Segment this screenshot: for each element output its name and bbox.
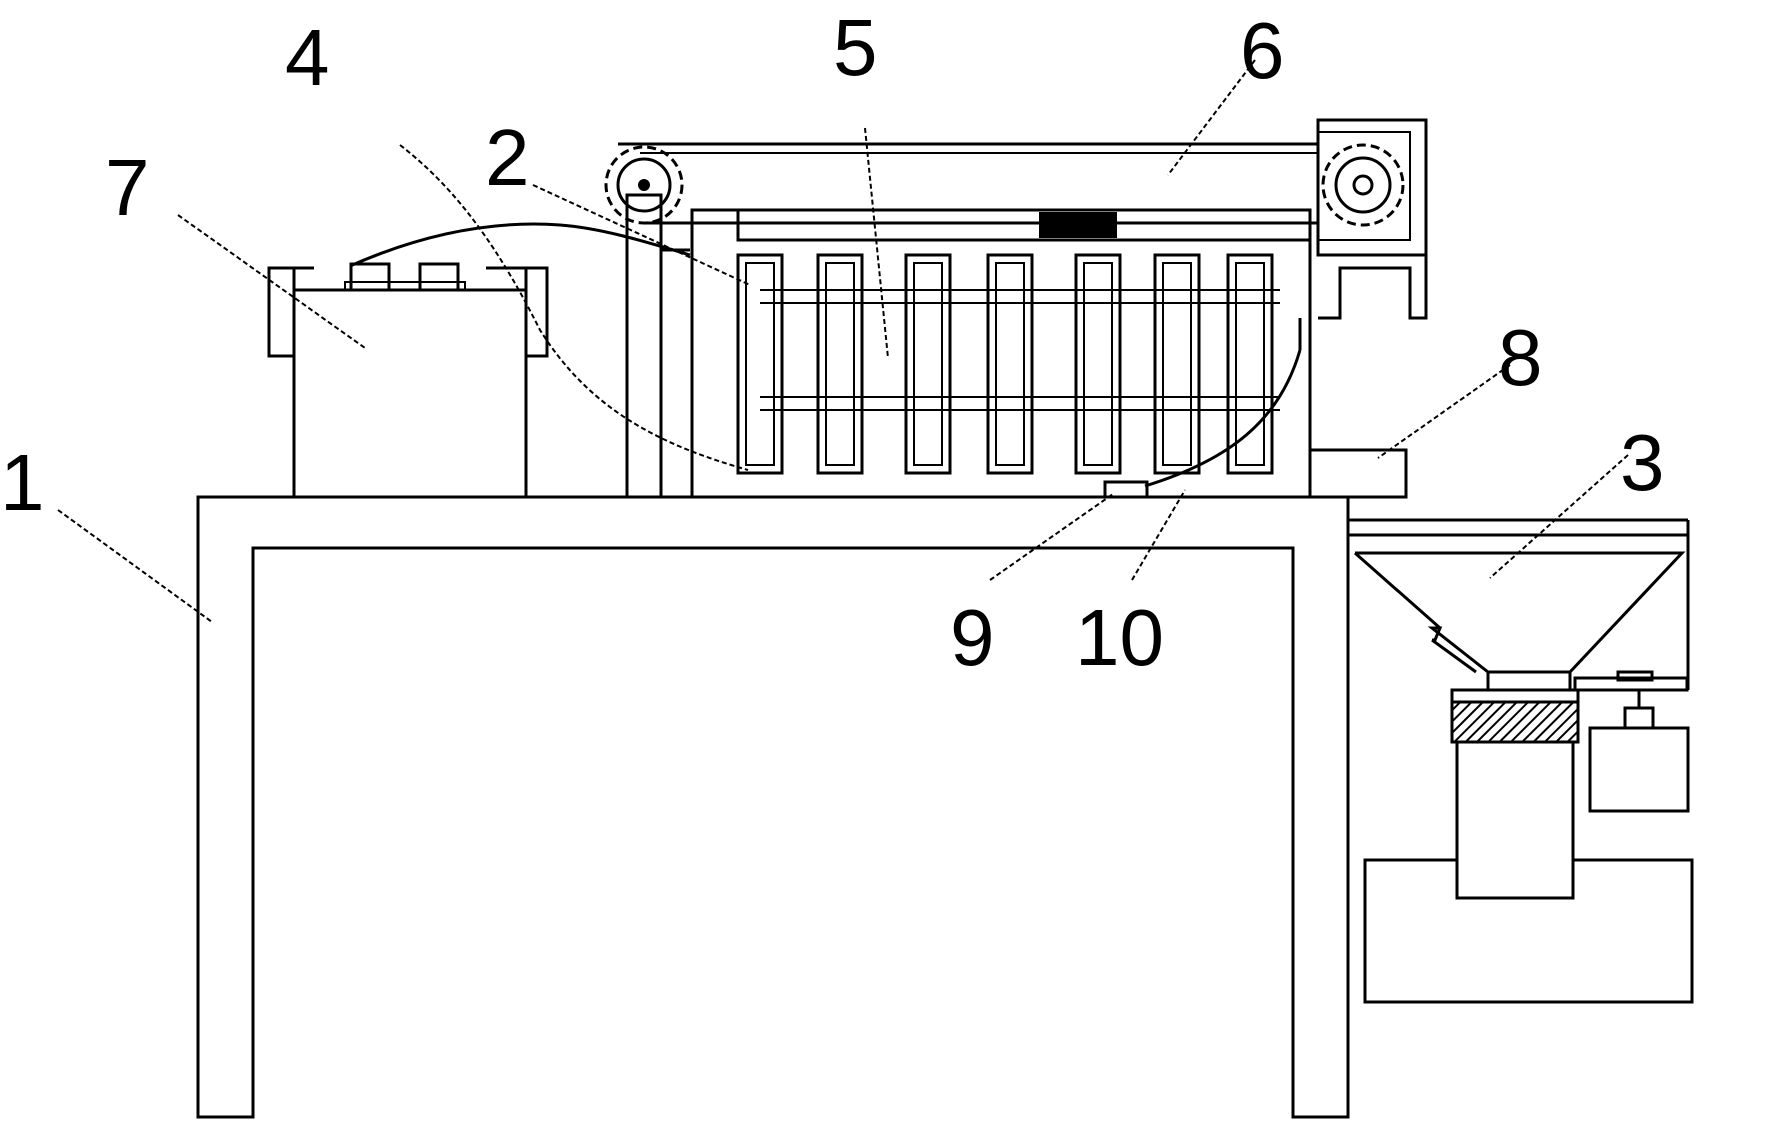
label-2: 2 bbox=[485, 113, 530, 202]
label-7: 7 bbox=[105, 143, 150, 232]
labels: 1 2 3 4 5 6 7 8 9 10 bbox=[0, 3, 1665, 682]
label-9: 9 bbox=[950, 593, 995, 682]
hopper-assembly bbox=[1348, 518, 1694, 1004]
brush-6 bbox=[1153, 253, 1201, 475]
leader-lines bbox=[57, 59, 1629, 623]
label-1: 1 bbox=[0, 438, 45, 527]
brush-5 bbox=[1074, 253, 1122, 475]
brush-1 bbox=[736, 253, 784, 475]
cable bbox=[349, 222, 691, 268]
brush-2 bbox=[816, 253, 864, 475]
brush-chamber bbox=[690, 208, 1312, 499]
label-5: 5 bbox=[833, 3, 878, 92]
discharge-plate bbox=[1308, 448, 1408, 499]
upper-rail bbox=[618, 142, 1318, 225]
control-box bbox=[267, 262, 549, 499]
brush-3 bbox=[904, 253, 952, 475]
brush-7 bbox=[1226, 253, 1274, 475]
left-sprocket bbox=[604, 145, 684, 225]
hose bbox=[1144, 349, 1302, 488]
label-10: 10 bbox=[1075, 593, 1164, 682]
brush-4 bbox=[986, 253, 1034, 475]
table-frame bbox=[196, 495, 1350, 1119]
label-3: 3 bbox=[1620, 418, 1665, 507]
sensor-pad bbox=[1103, 480, 1149, 499]
motor-housing bbox=[1316, 118, 1428, 320]
label-8: 8 bbox=[1498, 313, 1543, 402]
label-6: 6 bbox=[1240, 6, 1285, 95]
label-4: 4 bbox=[285, 13, 330, 102]
